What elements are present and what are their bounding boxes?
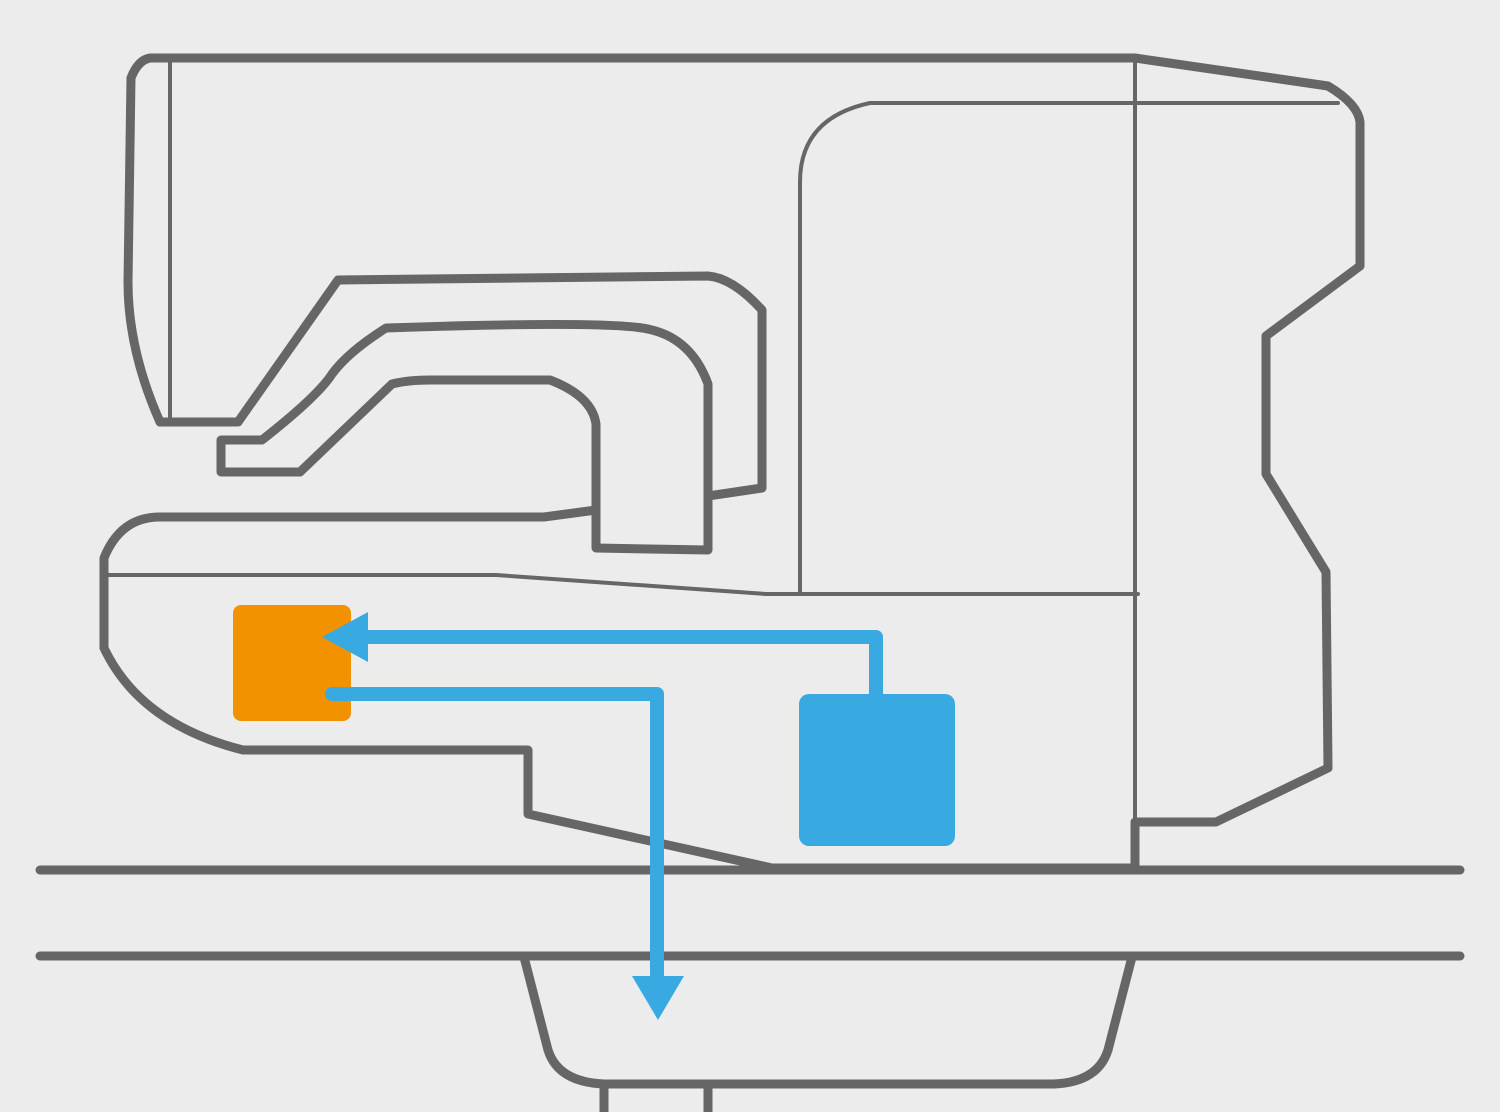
machine-outer-shell (123, 53, 1365, 873)
machine-base-front (99, 505, 1140, 873)
basin-outline (519, 952, 1137, 1089)
flow-arrow-source-to-target (322, 612, 883, 694)
base-panel-line (104, 573, 1140, 596)
target-block (233, 605, 351, 721)
flow-line-upper (360, 630, 883, 694)
machine-body (99, 53, 1365, 873)
flow-arrowhead-left (322, 612, 368, 662)
flow-arrowhead-down (632, 976, 684, 1020)
machine-spout-outer (216, 319, 713, 555)
drain-basin (519, 952, 1137, 1112)
table-surface (35, 865, 1465, 961)
machine-top-housing (155, 271, 767, 501)
flow-line-lower (325, 687, 664, 987)
flow-arrow-target-to-drain (325, 687, 684, 1020)
source-block (799, 694, 955, 846)
reservoir-panel (798, 101, 1340, 594)
